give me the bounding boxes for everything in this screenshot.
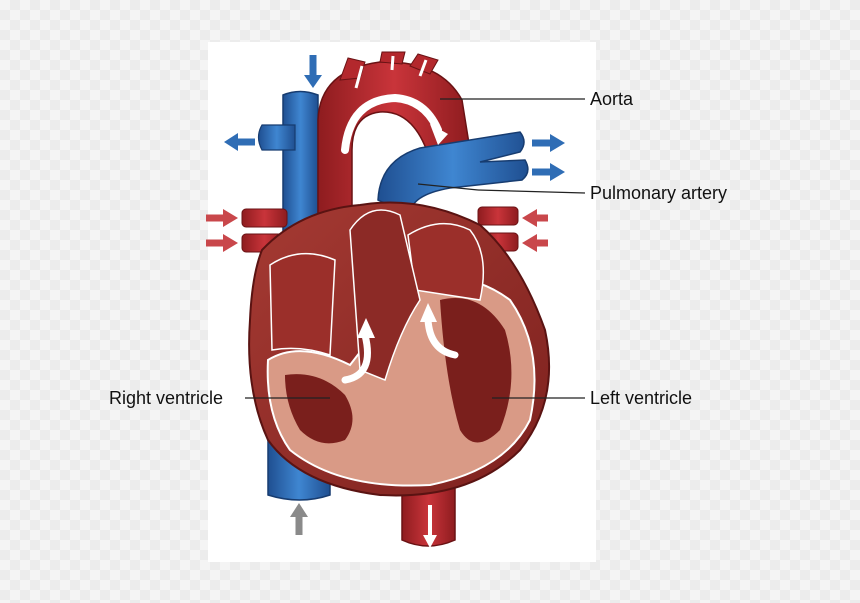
arrow-svc-in-head — [304, 75, 322, 88]
label-right-ventricle: Right ventricle — [109, 388, 224, 408]
right-atrium — [269, 252, 336, 357]
arrow-pulm-out-2-head — [550, 163, 565, 181]
blood-flow-arrows — [206, 55, 565, 535]
arrow-pv-in-right-1-head — [522, 209, 537, 227]
label-left-ventricle: Left ventricle — [590, 388, 693, 408]
arrow-pv-in-left-2-head — [223, 234, 238, 252]
arrow-pv-in-right-2-head — [522, 234, 537, 252]
left-atrium — [407, 222, 485, 301]
label-aorta: Aorta — [590, 89, 634, 109]
pulmonary-vein-right-1 — [477, 206, 519, 226]
arrow-left-out-head — [224, 133, 238, 151]
left-ventricle-chamber — [440, 298, 512, 443]
leader-pulmonary-artery — [417, 183, 479, 191]
rv-flow-arrow — [341, 331, 371, 384]
label-pulmonary-artery: Pulmonary artery — [590, 183, 728, 203]
vein-branch-left — [257, 124, 296, 151]
aorta-flow-arrow — [341, 93, 442, 154]
pulmonary-trunk — [377, 131, 529, 217]
arrow-ivc-in-head — [290, 503, 308, 517]
pulmonary-vein-left-1 — [241, 208, 288, 228]
right-ventricle-chamber — [285, 374, 353, 444]
rv-flow-arrowhead — [357, 318, 375, 338]
descending-aorta-arrowhead — [423, 535, 437, 548]
arrow-pv-in-left-1-head — [223, 209, 238, 227]
aorta-out-arrow-1 — [354, 65, 364, 89]
leader-pulmonary-artery-2 — [477, 189, 586, 194]
lv-flow-arrow — [424, 316, 459, 359]
aorta-out-arrow-2 — [390, 55, 395, 71]
arrow-pulm-out-1-head — [550, 134, 565, 152]
lv-flow-arrowhead — [420, 303, 437, 322]
aorta-out-arrow-3 — [418, 59, 428, 77]
aorta-flow-arrowhead — [430, 124, 448, 145]
